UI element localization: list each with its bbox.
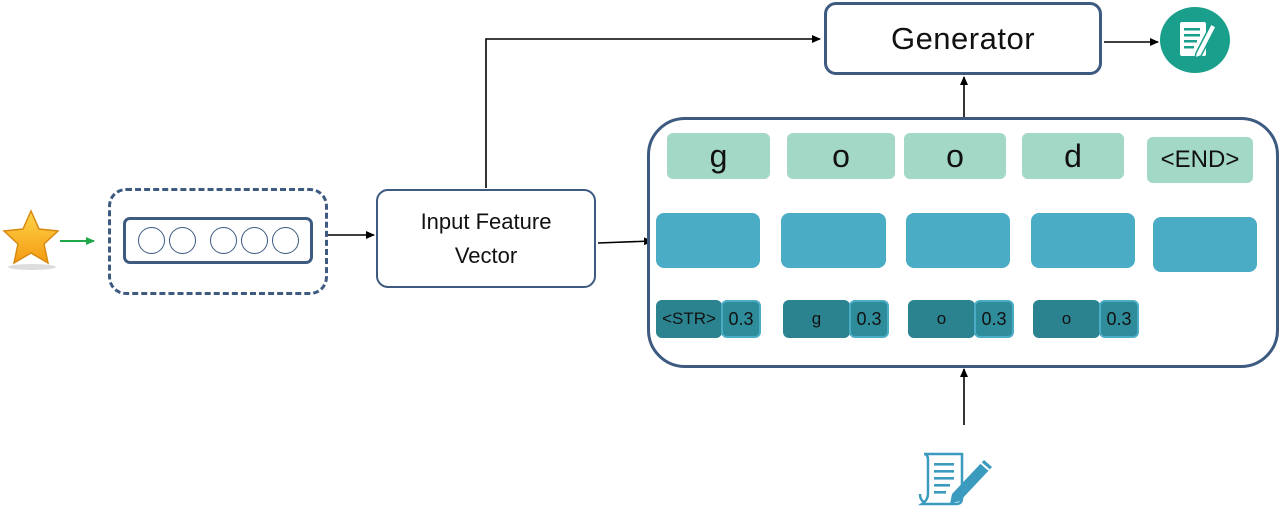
output-token: o: [787, 133, 895, 179]
feature-box-label-line2: Vector: [454, 242, 518, 268]
output-token: d: [1022, 133, 1124, 179]
input-token: o: [908, 300, 975, 338]
rnn-cell: [656, 213, 760, 268]
input-token: g: [783, 300, 850, 338]
input-token: o: [1033, 300, 1100, 338]
generator-label: Generator: [890, 20, 1036, 56]
input-value: 0.3: [1099, 300, 1139, 338]
feature-box-label-line1: Input Feature: [420, 208, 552, 234]
rnn-cell: [781, 213, 886, 268]
input-value: 0.3: [849, 300, 889, 338]
rnn-cell: [1031, 213, 1135, 268]
embedding-vector: [123, 217, 313, 264]
generator-box: Generator: [824, 2, 1102, 75]
vector-circle: [137, 227, 165, 254]
rnn-cell: [906, 213, 1010, 268]
review-document-icon: [917, 450, 998, 506]
vector-circle: [240, 227, 268, 254]
vector-circle: [168, 227, 196, 254]
document-edit-icon: [1160, 7, 1230, 73]
vector-circle: [271, 227, 299, 254]
output-token-end: <END>: [1147, 137, 1253, 183]
output-token: o: [904, 133, 1006, 179]
input-feature-vector-box: Input Feature Vector: [376, 189, 596, 288]
input-value: 0.3: [974, 300, 1014, 338]
input-token: <STR>: [656, 300, 722, 338]
output-token: g: [667, 133, 770, 179]
rnn-cell: [1153, 217, 1257, 272]
star-icon: [0, 207, 62, 271]
vector-circle: [209, 227, 237, 254]
embedding-container: [108, 188, 328, 295]
input-value: 0.3: [721, 300, 761, 338]
